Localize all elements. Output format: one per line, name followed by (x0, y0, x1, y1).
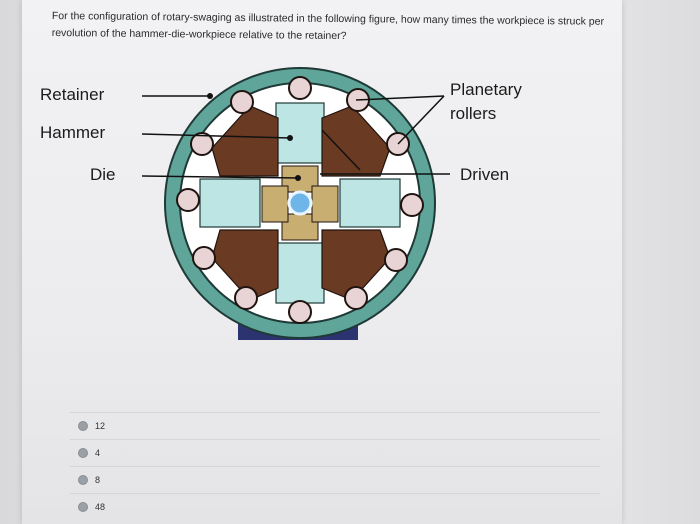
label-rollers: rollers (450, 104, 497, 123)
option-48-label: 48 (95, 502, 106, 512)
hammer-dot (287, 135, 293, 141)
roller-1 (288, 76, 312, 100)
hammers (211, 105, 391, 301)
planetary-rollers (176, 76, 424, 324)
option-12-label: 12 (95, 421, 106, 431)
hammer-bottom-right (321, 229, 391, 301)
roller-9 (192, 246, 216, 270)
roller-11 (190, 132, 214, 156)
label-planetary: Planetary (450, 80, 522, 99)
roller-10 (176, 188, 200, 212)
hammer-top-right (321, 105, 391, 177)
option-4[interactable]: 4 (70, 439, 600, 466)
roller-7 (288, 300, 312, 324)
workpiece (287, 190, 313, 216)
leader-lines (141, 95, 450, 179)
center-left (261, 185, 289, 223)
roller-12 (230, 90, 254, 114)
die-bottom (275, 242, 325, 304)
dies (199, 102, 401, 304)
die-left (199, 178, 261, 228)
question-text: For the configuration of rotary-swaging … (51, 9, 605, 43)
center-right (311, 185, 339, 223)
option-8[interactable]: 8 (70, 466, 600, 493)
option-4-radio[interactable] (78, 448, 88, 458)
leader-dots (207, 93, 301, 181)
roller-6 (344, 286, 368, 310)
option-8-radio[interactable] (78, 475, 88, 485)
option-8-label: 8 (95, 475, 101, 485)
option-48[interactable]: 48 (70, 493, 600, 520)
swaging-diagram (141, 67, 450, 340)
option-4-label: 4 (95, 448, 101, 458)
planetary-leader-2 (397, 95, 445, 145)
option-12-radio[interactable] (78, 421, 88, 431)
die-dot (295, 175, 301, 181)
retainer-dot (207, 93, 213, 99)
label-driven: Driven (460, 165, 510, 184)
roller-5 (384, 248, 408, 272)
answer-options: 12 4 8 48 (70, 412, 600, 520)
option-48-radio[interactable] (78, 502, 88, 512)
roller-4 (400, 193, 424, 217)
option-12[interactable]: 12 (70, 412, 600, 439)
roller-8 (234, 286, 258, 310)
swaging-figure: Retainer Hammer Die Planetary rollers Dr… (40, 58, 560, 358)
label-retainer: Retainer (40, 85, 105, 104)
die-right (339, 178, 401, 228)
label-die: Die (90, 165, 116, 184)
hammer-leader (141, 133, 291, 139)
die-leader (141, 175, 299, 179)
hammer-inner-leader (321, 129, 361, 171)
planetary-leader-1 (355, 95, 445, 101)
die-top (275, 102, 325, 164)
label-hammer: Hammer (40, 123, 106, 142)
